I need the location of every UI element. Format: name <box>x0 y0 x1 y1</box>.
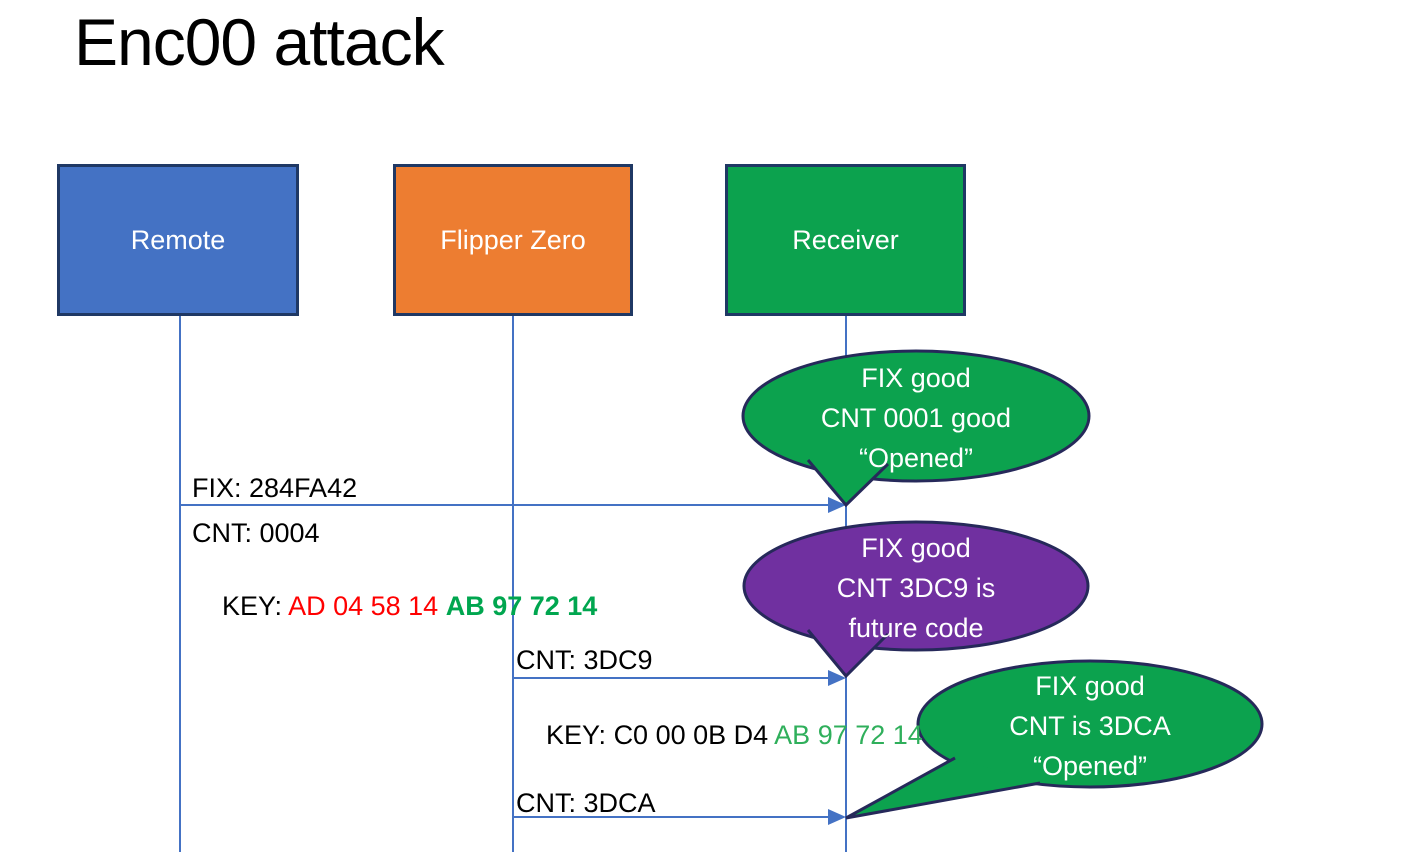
bubble-tail-outline <box>806 459 890 508</box>
arrowhead-icon <box>828 670 846 686</box>
message2-cnt-label: CNT: 3DC9 <box>516 645 653 675</box>
actor-box-receiver: Receiver <box>725 164 966 316</box>
key-fixed-bytes: AB 97 72 14 <box>445 591 598 621</box>
arrowhead-icon <box>828 809 846 825</box>
key-changing-bytes: AD 04 58 14 <box>288 591 446 621</box>
bubble-ellipse <box>741 349 1091 483</box>
message-arrow-remote-to-receiver <box>180 497 846 513</box>
message3-key-label: KEY: C0 02 8A 33 AB 97 72 14 <box>516 826 917 859</box>
bubble-tail-outline <box>845 756 1041 820</box>
bubble-tail <box>808 460 888 505</box>
message-arrow-flipper-to-receiver-2 <box>513 809 846 825</box>
bubble1-text: FIX good CNT 0001 good “Opened” <box>756 358 1076 478</box>
bubble-tail <box>846 758 1040 818</box>
actor-box-flipper-zero: Flipper Zero <box>393 164 633 316</box>
key-fixed-bytes: AB 97 72 14 <box>774 720 923 750</box>
slide-title: Enc00 attack <box>74 5 445 79</box>
message3-cnt-label: CNT: 3DCA <box>516 788 656 818</box>
bubble-line: FIX good <box>861 533 971 563</box>
bubble-line: FIX good <box>861 363 971 393</box>
key-prefix: KEY: <box>222 591 289 621</box>
bubble-line: CNT 0001 good <box>820 403 1012 433</box>
bubble-tail <box>808 630 888 676</box>
bubble-line: future code <box>848 613 984 643</box>
bubble-line: CNT is 3DCA <box>1009 711 1171 741</box>
message1-fix-label: FIX: 284FA42 <box>192 473 358 503</box>
message1-cnt-label: CNT: 0004 <box>192 518 320 548</box>
message1-key-label: KEY: AD 04 58 14 AB 97 72 14 <box>192 555 597 657</box>
callout-bubble-opened-1 <box>741 349 1091 508</box>
bubble-ellipse <box>742 520 1090 652</box>
bubble-tail-outline <box>806 629 890 679</box>
bubble-line: FIX good <box>1035 671 1145 701</box>
arrowhead-icon <box>828 497 846 513</box>
message-arrow-flipper-to-receiver-1 <box>513 670 846 686</box>
key-prefix: KEY: <box>546 720 614 750</box>
actor-label: Flipper Zero <box>440 224 586 255</box>
actor-label: Remote <box>130 224 226 255</box>
key-changing-bytes: C0 00 0B D4 <box>613 720 775 750</box>
callout-bubble-future-code <box>742 520 1090 679</box>
bubble3-text: FIX good CNT is 3DCA “Opened” <box>930 666 1250 786</box>
bubble-ellipse <box>916 659 1264 789</box>
bubble-line: CNT 3DC9 is <box>836 573 996 603</box>
bubble-line: “Opened” <box>1032 751 1148 781</box>
bubble-line: “Opened” <box>858 443 974 473</box>
bubble2-text: FIX good CNT 3DC9 is future code <box>756 528 1076 648</box>
callout-bubble-opened-2 <box>845 659 1264 820</box>
message2-key-label: KEY: C0 00 0B D4 AB 97 72 14 <box>516 684 923 786</box>
actor-box-remote: Remote <box>57 164 299 316</box>
actor-label: Receiver <box>792 224 899 255</box>
